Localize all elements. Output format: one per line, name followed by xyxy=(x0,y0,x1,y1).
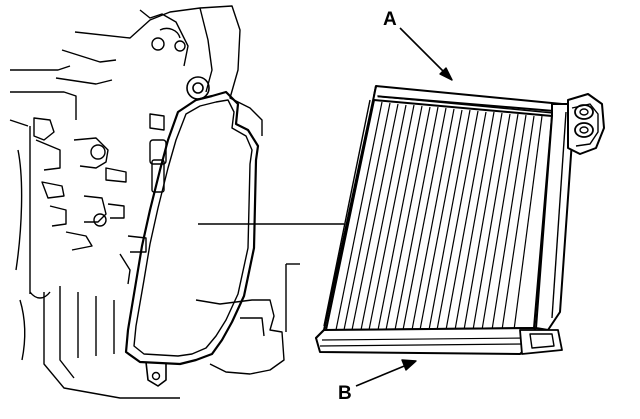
callout-a: A xyxy=(383,9,453,81)
housing-bolt-icon xyxy=(186,76,210,100)
callout-b: B xyxy=(338,359,417,404)
pipe-fitting-icon xyxy=(567,93,605,155)
callout-a-label: A xyxy=(383,9,397,30)
callout-b-label: B xyxy=(338,383,352,404)
evaporator-core xyxy=(315,85,575,355)
hvac-housing xyxy=(9,5,300,399)
core-fins xyxy=(335,101,543,331)
evaporator-seal xyxy=(124,90,260,387)
